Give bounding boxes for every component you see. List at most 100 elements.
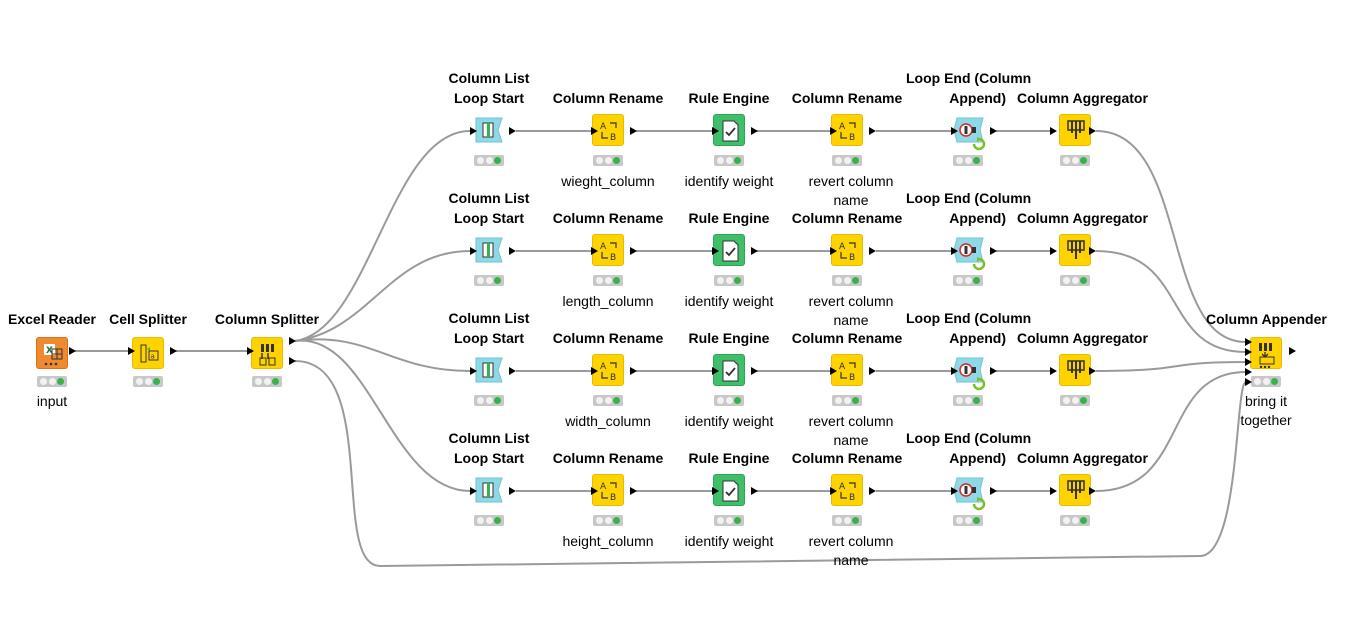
port-triangle[interactable]	[751, 487, 758, 495]
node-title: Rule Engine	[688, 90, 770, 106]
port-triangle[interactable]	[869, 247, 876, 255]
connection-wire[interactable]	[294, 338, 471, 372]
node-caption[interactable]: length_column	[562, 293, 654, 309]
port-triangle[interactable]	[951, 127, 958, 135]
port-triangle[interactable]	[712, 127, 719, 135]
port-triangle[interactable]	[630, 247, 637, 255]
svg-text:a: a	[151, 353, 155, 361]
port-triangle[interactable]	[1050, 367, 1057, 375]
port-triangle[interactable]	[509, 367, 516, 375]
connection-wire[interactable]	[1095, 371, 1247, 492]
node-caption[interactable]: revert column name	[808, 293, 894, 328]
port-triangle[interactable]	[509, 127, 516, 135]
port-triangle[interactable]	[869, 367, 876, 375]
port-triangle[interactable]	[951, 247, 958, 255]
port-triangle[interactable]	[470, 487, 477, 495]
port-triangle[interactable]	[751, 367, 758, 375]
port-triangle[interactable]	[630, 127, 637, 135]
node-title: Rule Engine	[688, 210, 770, 226]
port-triangle[interactable]	[869, 127, 876, 135]
connection-wire[interactable]	[294, 360, 1247, 568]
port-triangle[interactable]	[990, 367, 997, 375]
port-triangle[interactable]	[1089, 487, 1096, 495]
node-status-indicator	[832, 395, 862, 406]
node-title: Column Aggregator	[1017, 90, 1148, 106]
port-triangle[interactable]	[990, 247, 997, 255]
port-triangle[interactable]	[69, 347, 76, 355]
node-caption[interactable]: input	[36, 393, 68, 409]
connection-wire[interactable]	[294, 250, 471, 342]
rule-engine-icon	[713, 114, 745, 146]
port-triangle[interactable]	[1050, 247, 1057, 255]
port-triangle[interactable]	[591, 127, 598, 135]
port-triangle[interactable]	[830, 127, 837, 135]
node-title: Column Rename	[552, 210, 664, 226]
node-caption[interactable]: revert column name	[808, 413, 894, 448]
node-caption[interactable]: bring it	[1244, 393, 1288, 409]
port-triangle[interactable]	[951, 487, 958, 495]
port-triangle[interactable]	[1245, 368, 1252, 376]
port-triangle[interactable]	[1050, 487, 1057, 495]
port-triangle[interactable]	[1089, 367, 1096, 375]
port-triangle[interactable]	[591, 487, 598, 495]
node-caption[interactable]: identify weight	[684, 293, 774, 309]
port-triangle[interactable]	[470, 367, 477, 375]
node-status-indicator	[593, 395, 623, 406]
node-status-indicator	[37, 376, 67, 387]
svg-text:B: B	[610, 133, 616, 143]
node-caption[interactable]: identify weight	[684, 173, 774, 189]
port-triangle[interactable]	[170, 347, 177, 355]
connection-wire[interactable]	[294, 339, 471, 492]
node-caption[interactable]: revert column name	[808, 533, 894, 568]
connection-wire[interactable]	[294, 130, 471, 342]
port-triangle[interactable]	[1245, 338, 1252, 346]
port-triangle[interactable]	[591, 247, 598, 255]
port-triangle[interactable]	[509, 487, 516, 495]
port-triangle[interactable]	[1050, 127, 1057, 135]
port-triangle[interactable]	[591, 367, 598, 375]
port-triangle[interactable]	[869, 487, 876, 495]
port-triangle[interactable]	[990, 487, 997, 495]
node-caption[interactable]: width_column	[565, 413, 651, 429]
node-status-indicator	[1060, 275, 1090, 286]
port-triangle[interactable]	[630, 367, 637, 375]
port-triangle[interactable]	[630, 487, 637, 495]
node-caption[interactable]: identify weight	[684, 533, 774, 549]
port-triangle[interactable]	[247, 347, 254, 355]
node-caption[interactable]: together	[1240, 412, 1292, 428]
node-title: Column Rename	[791, 330, 903, 346]
node-title: Append)	[949, 330, 1006, 346]
connection-wire[interactable]	[1095, 130, 1247, 343]
port-triangle[interactable]	[1089, 127, 1096, 135]
node-caption[interactable]: revert column name	[808, 173, 894, 208]
port-triangle[interactable]	[289, 357, 296, 365]
node-caption[interactable]: wieght_column	[561, 173, 655, 189]
port-triangle[interactable]	[509, 247, 516, 255]
node-caption[interactable]: identify weight	[684, 413, 774, 429]
port-triangle[interactable]	[712, 247, 719, 255]
port-triangle[interactable]	[470, 247, 477, 255]
connection-wire[interactable]	[1095, 250, 1247, 353]
port-triangle[interactable]	[289, 337, 296, 345]
port-triangle[interactable]	[128, 347, 135, 355]
svg-text:A: A	[839, 482, 846, 492]
port-triangle[interactable]	[830, 367, 837, 375]
port-triangle[interactable]	[1289, 347, 1296, 355]
port-triangle[interactable]	[951, 367, 958, 375]
port-triangle[interactable]	[1245, 358, 1252, 366]
port-triangle[interactable]	[470, 127, 477, 135]
port-triangle[interactable]	[751, 247, 758, 255]
port-triangle[interactable]	[1245, 348, 1252, 356]
node-title: Loop Start	[454, 90, 524, 106]
port-triangle[interactable]	[1089, 247, 1096, 255]
port-triangle[interactable]	[1245, 378, 1252, 386]
port-triangle[interactable]	[751, 127, 758, 135]
node-caption[interactable]: height_column	[562, 533, 654, 549]
port-triangle[interactable]	[830, 247, 837, 255]
connection-wire[interactable]	[1095, 361, 1247, 372]
port-triangle[interactable]	[830, 487, 837, 495]
port-triangle[interactable]	[712, 487, 719, 495]
port-triangle[interactable]	[712, 367, 719, 375]
port-triangle[interactable]	[990, 127, 997, 135]
